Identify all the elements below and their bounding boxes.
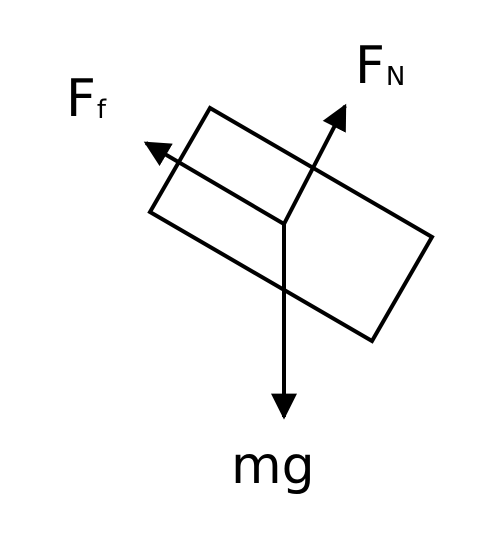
weight-force-label: mg <box>231 440 315 492</box>
normal-force-symbol: F <box>355 36 385 96</box>
normal-force-subscript: N <box>385 62 406 92</box>
friction-force-arrow <box>143 141 286 226</box>
friction-force-symbol: F <box>66 69 96 129</box>
normal-force-arrow <box>282 103 347 225</box>
normal-force-label: FN <box>355 40 405 92</box>
block-on-incline <box>147 105 435 344</box>
weight-force-text: mg <box>231 436 315 496</box>
friction-force-label: Ff <box>66 73 106 125</box>
friction-force-subscript: f <box>96 95 107 125</box>
